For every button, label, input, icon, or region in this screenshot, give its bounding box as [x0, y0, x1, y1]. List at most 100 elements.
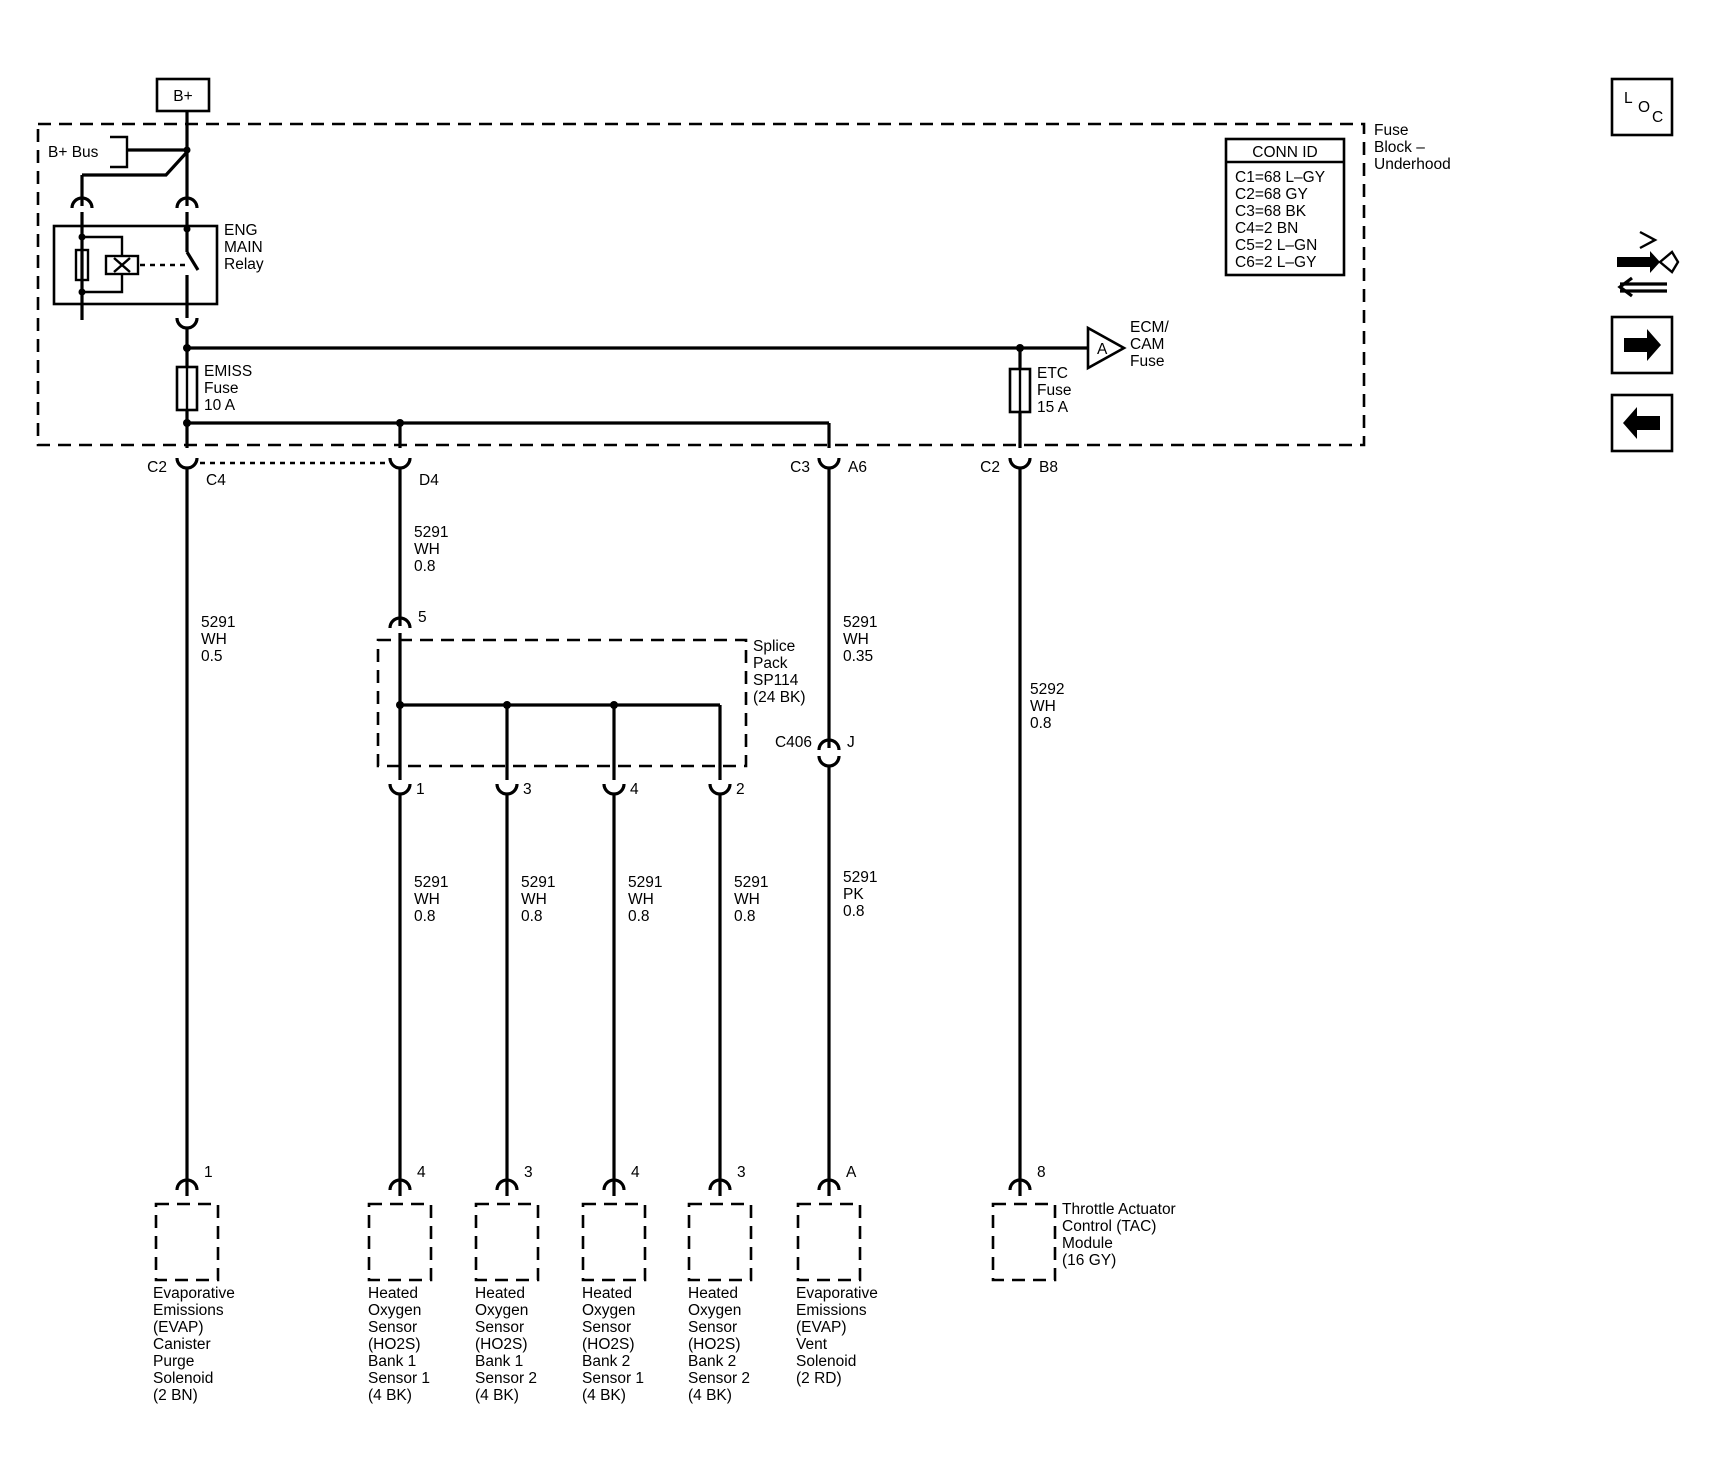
component-label-line: Oxygen	[368, 1302, 421, 1319]
wire-evap-purge: 5291 WH 0.5	[185, 468, 235, 1180]
component-boxes	[154, 1202, 1057, 1282]
component-label-line: (HO2S)	[475, 1336, 528, 1353]
fuse-block-label-line: Underhood	[1374, 156, 1451, 173]
component-pin: 3	[737, 1164, 746, 1181]
relay-label: ENG	[224, 222, 258, 239]
component-label-line: (HO2S)	[368, 1336, 421, 1353]
component-label-line: Sensor 2	[688, 1370, 750, 1387]
splice-out-pin: 2	[736, 781, 745, 798]
conn-id-row: C3=68 BK	[1235, 203, 1307, 220]
conn-id-row: C5=2 L–GN	[1235, 237, 1317, 254]
component-label-line: Oxygen	[582, 1302, 635, 1319]
component-label-line: Throttle Actuator	[1062, 1201, 1176, 1218]
wire-size: 0.8	[414, 908, 436, 925]
connector-label: C2	[147, 459, 167, 476]
connector-label: C4	[206, 472, 226, 489]
wire-size: 0.8	[628, 908, 650, 925]
conn-id-table: CONN ID C1=68 L–GY C2=68 GY C3=68 BK C4=…	[1224, 137, 1346, 277]
wire-circuit: 5291	[628, 874, 662, 891]
component-label-line: Bank 1	[368, 1353, 416, 1370]
wire-size: 0.8	[843, 903, 865, 920]
wire-circuit: 5291	[201, 614, 235, 631]
battery-source: B+	[155, 77, 211, 150]
connector-label: C3	[790, 459, 810, 476]
component-ho2s-b2s2-label: Heated Oxygen Sensor (HO2S) Bank 2 Senso…	[688, 1285, 750, 1404]
component-label-line: Module	[1062, 1235, 1113, 1252]
etc-fuse-label: ETC	[1037, 365, 1068, 382]
component-label-line: (4 BK)	[688, 1387, 732, 1404]
component-label-line: Canister	[153, 1336, 211, 1353]
connector-label: D4	[419, 472, 439, 489]
component-tac-label: Throttle Actuator Control (TAC) Module (…	[1062, 1201, 1176, 1269]
splice-label: Splice	[753, 638, 795, 655]
loc-letter: O	[1638, 99, 1650, 116]
component-label-line: (4 BK)	[368, 1387, 412, 1404]
splice-out-pin: 4	[630, 781, 639, 798]
component-label-line: (EVAP)	[153, 1319, 204, 1336]
conn-id-title: CONN ID	[1252, 144, 1317, 161]
loc-letter: L	[1624, 90, 1633, 107]
component-label-line: (4 BK)	[582, 1387, 626, 1404]
connector-label: C2	[980, 459, 1000, 476]
relay-label: Relay	[224, 256, 264, 273]
connector-label: C406	[775, 734, 812, 751]
ecm-ref-label: ECM/	[1130, 319, 1169, 336]
splice-in-pin: 5	[418, 609, 427, 626]
component-label-line: Purge	[153, 1353, 194, 1370]
component-label-line: Sensor	[475, 1319, 524, 1336]
ecm-ref-label: CAM	[1130, 336, 1164, 353]
component-label-line: (HO2S)	[688, 1336, 741, 1353]
component-label-line: Bank 2	[582, 1353, 630, 1370]
wire-tac: 5292 WH 0.8	[1018, 468, 1064, 1180]
component-label-line: Emissions	[796, 1302, 867, 1319]
arrow-right-icon[interactable]	[1610, 315, 1674, 375]
connector-label: J	[847, 734, 855, 751]
wire-size: 0.8	[1030, 715, 1052, 732]
wire-color: WH	[843, 631, 869, 648]
wire-color: WH	[414, 541, 440, 558]
ecm-ref-label: Fuse	[1130, 353, 1164, 370]
component-pin: 4	[417, 1164, 426, 1181]
component-label-line: (16 GY)	[1062, 1252, 1116, 1269]
splice-pack-sp114: Splice Pack SP114 (24 BK) 1 3 4 2	[376, 633, 806, 798]
wire-color: WH	[734, 891, 760, 908]
component-label-line: (2 BN)	[153, 1387, 198, 1404]
component-pin: 1	[204, 1164, 213, 1181]
wire-color: WH	[628, 891, 654, 908]
component-label-line: Sensor	[582, 1319, 631, 1336]
eng-main-relay: ENG MAIN Relay	[52, 212, 264, 348]
emiss-fuse-label: Fuse	[204, 380, 238, 397]
loc-letter: C	[1652, 109, 1663, 126]
wire-color: PK	[843, 886, 864, 903]
conn-id-row: C6=2 L–GY	[1235, 254, 1316, 271]
battery-label: B+	[173, 88, 192, 105]
component-label-line: (HO2S)	[582, 1336, 635, 1353]
splice-label: Pack	[753, 655, 788, 672]
wire-circuit: 5291	[734, 874, 768, 891]
component-ho2s-b2s1-label: Heated Oxygen Sensor (HO2S) Bank 2 Senso…	[582, 1285, 644, 1404]
component-label-line: Oxygen	[688, 1302, 741, 1319]
emiss-fuse: EMISS Fuse 10 A	[175, 348, 831, 448]
wire-color: WH	[1030, 698, 1056, 715]
connector-label: B8	[1039, 459, 1058, 476]
component-pin: 4	[631, 1164, 640, 1181]
component-pin: A	[846, 1164, 857, 1181]
component-label-line: Evaporative	[796, 1285, 878, 1302]
component-label-line: (4 BK)	[475, 1387, 519, 1404]
wiring-harness-icon[interactable]	[1617, 230, 1680, 298]
fuse-block-connectors: C2 C4 D4 C3 A6 C2 B8	[147, 457, 1058, 489]
relay-label: MAIN	[224, 239, 263, 256]
conn-id-row: C1=68 L–GY	[1235, 169, 1325, 186]
ecm-feed: A ECM/ CAM Fuse	[183, 319, 1169, 371]
component-label-line: (EVAP)	[796, 1319, 847, 1336]
component-evap-vent-label: Evaporative Emissions (EVAP) Vent Soleno…	[796, 1285, 878, 1387]
component-label-line: Sensor	[688, 1319, 737, 1336]
component-label-line: Control (TAC)	[1062, 1218, 1156, 1235]
ecm-ref-letter: A	[1097, 341, 1108, 358]
arrow-left-icon[interactable]	[1610, 393, 1674, 453]
component-label-line: Solenoid	[153, 1370, 213, 1387]
wire-color: WH	[414, 891, 440, 908]
loc-button[interactable]: L O C	[1610, 77, 1674, 137]
wire-circuit: 5291	[414, 524, 448, 541]
